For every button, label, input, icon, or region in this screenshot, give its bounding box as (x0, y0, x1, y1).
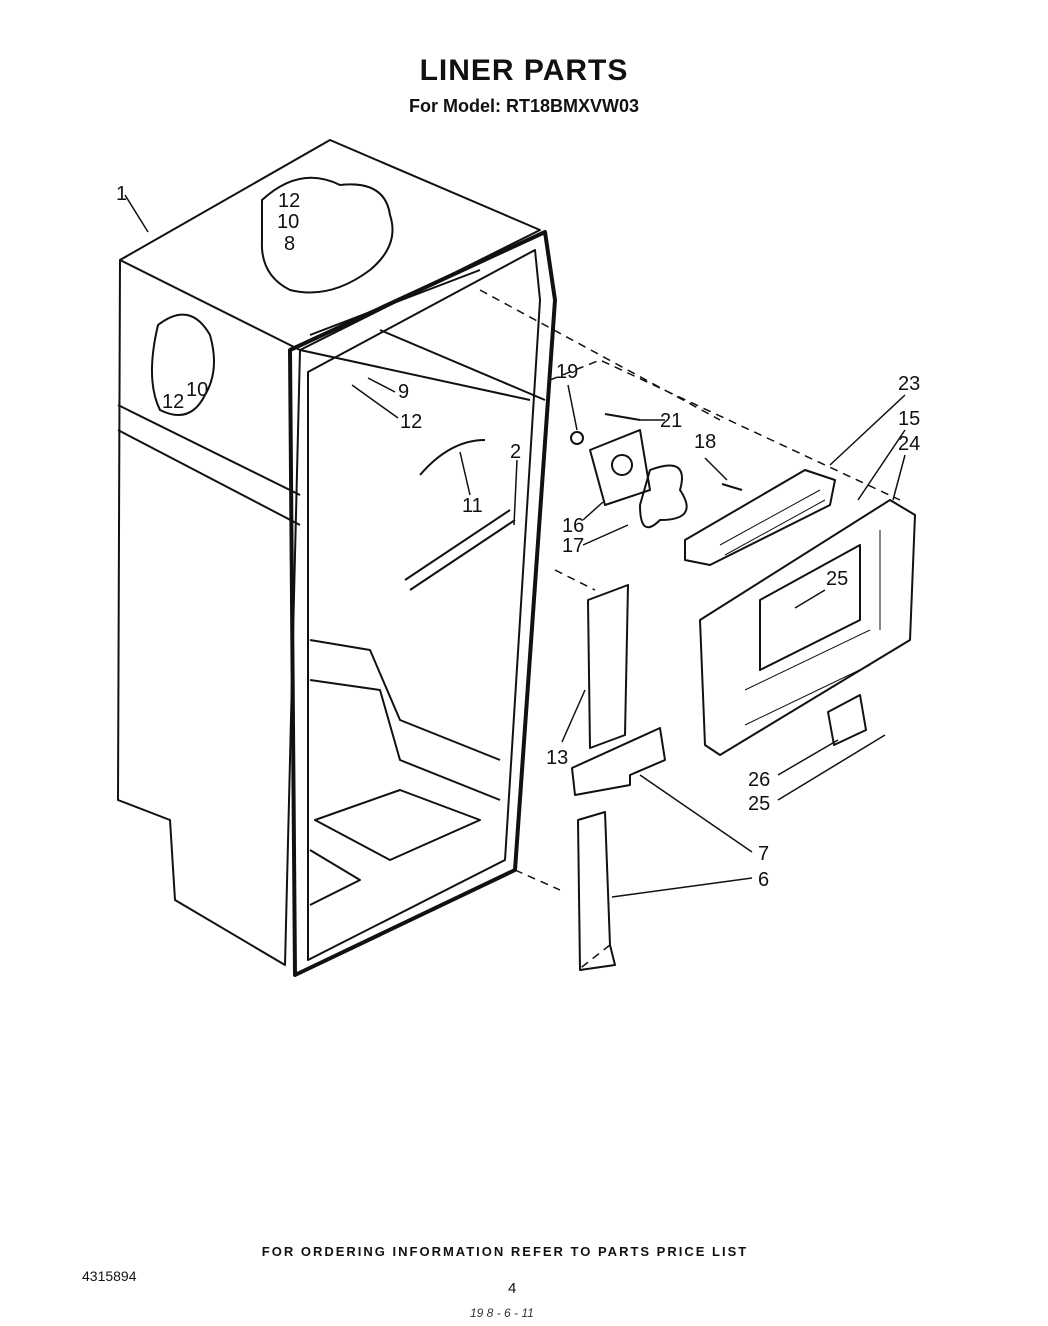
bottom-pan (309, 789, 481, 906)
side-cutaway (151, 313, 215, 416)
callout-23: 23 (898, 373, 920, 395)
callout-12c: 12 (162, 391, 184, 413)
model-subtitle: For Model: RT18BMXVW03 (408, 96, 640, 116)
screw-21 (604, 413, 641, 421)
duct-13 (587, 584, 629, 749)
callout-19: 19 (556, 361, 578, 383)
duct-6 (577, 811, 616, 971)
liner-inner-frame (307, 249, 541, 961)
evaporator-cover (699, 499, 916, 756)
callout-10b: 10 (186, 379, 208, 401)
callout-12a: 12 (278, 190, 300, 212)
callout-10a: 10 (277, 211, 299, 233)
leader-23 (829, 394, 906, 466)
callout-25b: 25 (748, 793, 770, 815)
freezer-floor (299, 269, 546, 401)
liner-front-frame (288, 230, 557, 977)
callout-1: 1 (116, 183, 127, 205)
callout-13: 13 (546, 747, 568, 769)
document-number: 4315894 (82, 1268, 137, 1284)
screw-18 (721, 483, 743, 491)
leader-6 (611, 877, 753, 898)
ordering-info-footer: FOR ORDERING INFORMATION REFER TO PARTS … (261, 1244, 749, 1259)
callout-8: 8 (284, 233, 295, 255)
top-cutaway (260, 176, 394, 294)
leader-19 (567, 384, 578, 431)
plate-26 (827, 694, 867, 746)
leader-7 (639, 774, 753, 853)
leader-16 (582, 501, 604, 521)
callout-24: 24 (898, 433, 920, 455)
callout-18: 18 (694, 431, 716, 453)
leader-25a (794, 589, 826, 609)
cold-control-rod (404, 509, 516, 591)
leader-13 (561, 689, 586, 743)
page-title: LINER PARTS (419, 54, 629, 87)
callout-25a: 25 (826, 568, 848, 590)
assembly-lines (479, 289, 901, 971)
leader-26 (777, 739, 839, 776)
callout-6: 6 (758, 869, 769, 891)
handwritten-note: 19 8 - 6 - 11 (470, 1306, 534, 1320)
callout-17: 17 (562, 535, 584, 557)
evaporator-cover-slots (744, 530, 881, 726)
callout-2: 2 (510, 441, 521, 463)
leader-9 (367, 377, 396, 393)
fan-motor-bracket (589, 429, 651, 506)
leader-25b (777, 734, 886, 801)
air-grille-slots (719, 489, 826, 556)
air-grille (684, 469, 836, 566)
callout-7: 7 (758, 843, 769, 865)
page-number: 4 (508, 1280, 517, 1297)
evaporator-cover-window (759, 544, 861, 671)
leader-1 (124, 194, 149, 233)
callout-21: 21 (660, 410, 682, 432)
leader-24 (892, 454, 906, 501)
liner-left-side (117, 259, 301, 966)
duct-7 (571, 727, 666, 796)
leader-12b (351, 384, 399, 419)
leader-11 (459, 451, 471, 496)
callout-9: 9 (398, 381, 409, 403)
leader-18 (704, 457, 728, 481)
liner-divider-band (117, 404, 301, 526)
fan-blade (639, 464, 688, 529)
callout-15: 15 (898, 408, 920, 430)
grommet-19 (570, 431, 584, 445)
leader-15 (857, 429, 906, 501)
callout-11: 11 (462, 495, 483, 517)
leader-17 (582, 524, 629, 546)
lower-crisper-area (309, 639, 501, 801)
callout-26: 26 (748, 769, 770, 791)
callout-12b: 12 (400, 411, 422, 433)
leader-2 (513, 459, 518, 526)
liner-outer-body (119, 139, 541, 351)
callout-16: 16 (562, 515, 584, 537)
fan-motor-hub (611, 454, 633, 476)
tube-11 (419, 439, 486, 476)
